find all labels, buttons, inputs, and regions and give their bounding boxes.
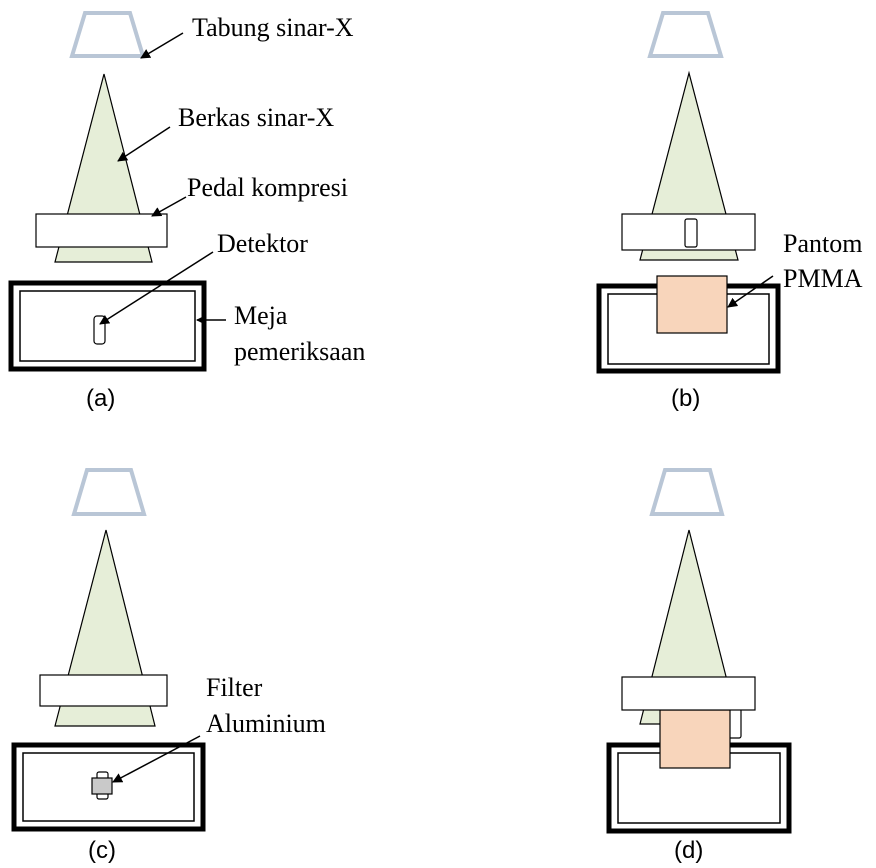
examination-table <box>8 280 207 372</box>
table-label-line1: Meja <box>234 301 288 330</box>
aluminium-filter <box>91 777 113 795</box>
caption-d: (d) <box>674 837 703 864</box>
filter-arrow <box>112 735 201 783</box>
panel-a: Tabung sinar-X Berkas sinar-X Pedal komp… <box>8 11 365 412</box>
xray-tube <box>647 11 724 58</box>
tube-label: Tabung sinar-X <box>192 13 354 42</box>
phantom-label-line1: Pantom <box>783 229 862 258</box>
tube-arrow <box>140 32 184 59</box>
examination-table-inner <box>22 752 195 822</box>
detector <box>93 315 106 345</box>
detector-label: Detektor <box>217 229 308 258</box>
xray-tube <box>649 468 725 516</box>
compression-paddle <box>35 213 168 248</box>
xray-beam <box>639 70 739 261</box>
pmma-phantom <box>659 709 731 769</box>
caption-c: (c) <box>88 837 116 864</box>
beam-label: Berkas sinar-X <box>178 103 334 132</box>
caption-a: (a) <box>86 385 115 412</box>
pmma-phantom <box>656 275 728 334</box>
panel-d: (d) <box>606 468 792 864</box>
xray-tube <box>69 11 146 58</box>
compression-paddle <box>621 676 756 711</box>
examination-table-inner <box>19 290 196 362</box>
compression-paddle <box>39 674 168 707</box>
paddle-label: Pedal kompresi <box>187 173 348 202</box>
detector-arrow <box>99 251 214 325</box>
beam-arrow <box>117 126 171 162</box>
phantom-label-line2: PMMA <box>783 264 863 293</box>
filter-label-line2: Aluminium <box>206 709 326 738</box>
detector <box>684 218 698 248</box>
xray-tube <box>71 468 147 516</box>
paddle-arrow <box>151 196 187 217</box>
table-label-line2: pemeriksaan <box>234 337 365 366</box>
phantom-arrow <box>727 275 774 308</box>
caption-b: (b) <box>671 385 700 412</box>
filter-label-line1: Filter <box>206 673 263 702</box>
panel-c: Filter Aluminium (c) <box>11 468 326 864</box>
panel-b: Pantom PMMA (b) <box>596 11 863 412</box>
